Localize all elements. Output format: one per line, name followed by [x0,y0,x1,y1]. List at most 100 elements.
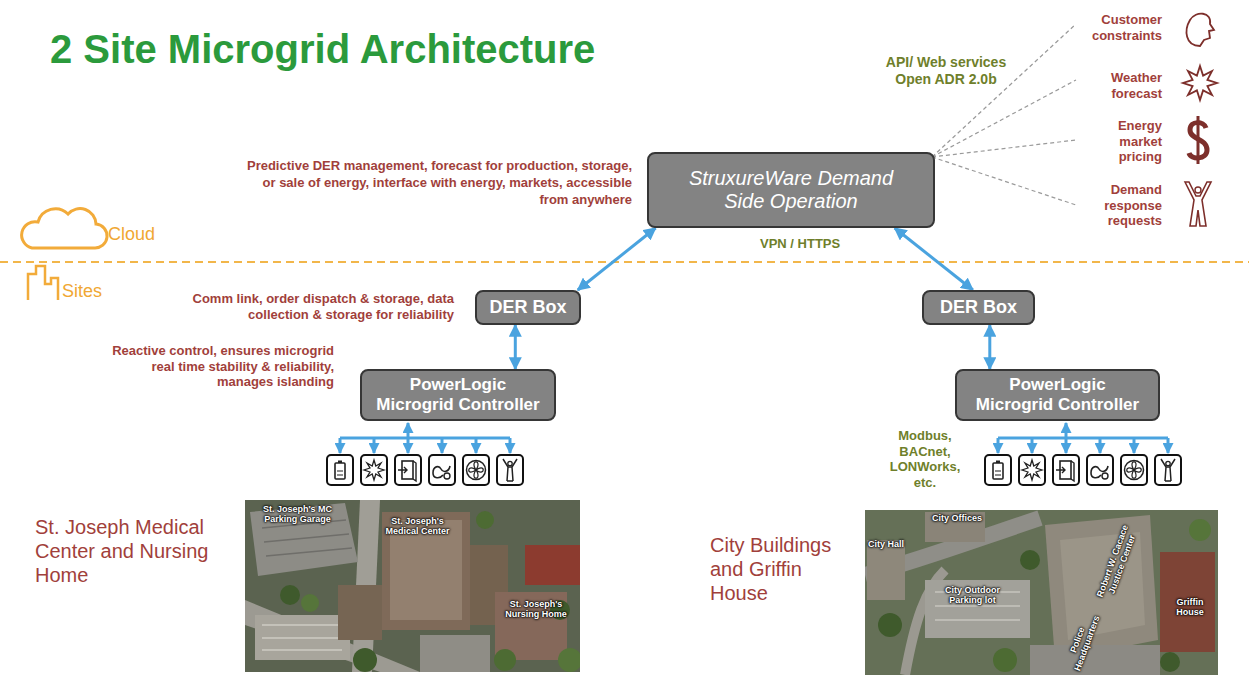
aerial-photo-left-part [525,545,580,585]
annotation-text: Sites [62,281,102,303]
device-bus-part [997,438,1000,453]
photo-caption: Police Headquarters [1063,608,1103,675]
demand-response-icon [1185,182,1211,226]
aerial-photo-right-part [867,540,905,600]
aerial-photo-left-part [420,635,490,672]
aerial-photo-left-part [245,500,580,672]
aerial-photo-left-part [338,585,382,640]
device-bus-part [475,438,478,453]
controller-box: PowerLogic Microgrid Controller [955,369,1160,421]
sites-icon [28,266,58,300]
annotation-text: Customer constraints [1080,12,1162,43]
aerial-photo-left-part [353,648,377,672]
annotation-text: VPN / HTTPS [760,236,840,252]
annotation-text: API/ Web services Open ADR 2.0b [876,54,1016,88]
photo-caption: City Offices [932,514,982,524]
aerial-photo-right-part [1030,645,1160,675]
flow-arrow [988,325,991,369]
demand-response-icon-part [1185,182,1211,226]
device-bus-part [1167,438,1170,453]
device-bus-part [1065,423,1068,438]
annotation-text: Energy market pricing [1080,118,1162,165]
pricing-icon-part [1197,116,1200,164]
demand-response-icon-part [1195,187,1201,193]
aerial-photo-left-part [476,511,494,529]
annotation-text: Modbus, BACnet, LONWorks, etc. [885,428,965,490]
node-label: DER Box [940,297,1017,318]
cloud-sites-divider [0,261,1249,263]
photo-caption: Robert W. Cacace Justice Center [1092,513,1145,614]
annotation-text: Predictive DER management, forecast for … [242,158,632,209]
device-bus-part [407,438,410,453]
photo-caption: City Outdoor Parking lot [935,586,1010,606]
input-leader-lines-part [932,157,1076,205]
aerial-photo-right-part [1020,550,1040,570]
device-bus-part [339,438,342,453]
node-text-group: StruxureWare Demand Side Operation [680,167,902,213]
photo-caption: City Hall [868,540,904,550]
photo-caption: Griffin House [1162,598,1218,618]
node-label: StruxureWare Demand Side Operation [680,167,902,213]
der-box: DER Box [922,290,1035,325]
annotation-text: Demand response requests [1080,182,1162,229]
weather-icon-part [1183,66,1217,100]
customer-icon-part [1187,14,1214,46]
aerial-photo-left-part [262,520,352,556]
device-icons-part [327,455,353,485]
node-text-group: PowerLogic Microgrid Controller [972,375,1144,414]
sites-icon-part [28,266,58,300]
aerial-photo-right-part [878,613,902,637]
device-icons-part [497,455,523,485]
device-icons-part [398,461,416,481]
customer-icon [1187,14,1214,46]
device-icons-part [433,466,450,479]
annotation-text: Comm link, order dispatch & storage, dat… [164,291,454,322]
der-box: DER Box [475,290,581,325]
device-bus-part [1031,438,1034,453]
device-icons-part [1053,455,1079,485]
device-icons-part [1022,460,1042,480]
device-bus-part [1099,438,1102,453]
device-icons-part [395,455,421,485]
node-text-group: PowerLogic Microgrid Controller [372,375,544,414]
device-icons-part [463,455,489,485]
controller-box: PowerLogic Microgrid Controller [360,369,556,421]
device-icons-part [467,461,486,480]
aerial-photo-right-part [993,648,1017,672]
device-icons-part [1121,455,1147,485]
device-bus-part [441,438,444,453]
node-text-group: DER Box [489,297,566,318]
pricing-icon [1189,116,1207,164]
annotation-text: Cloud [108,224,155,246]
aerial-photo-left-part [255,615,350,660]
input-leader-lines-part [932,140,1076,157]
device-icons-part [429,455,455,485]
aerial-photo-right-part [925,580,1030,638]
device-bus-part [1065,438,1068,453]
flow-arrow [895,228,973,290]
input-leader-lines-part [932,24,1076,157]
aerial-photo-left-part [262,625,342,650]
photo-caption: St. Joseph's Medical Center [380,517,455,537]
aerial-photo-right-part [925,512,985,542]
diagram-title: 2 Site Microgrid Architecture [50,27,595,72]
node-label: PowerLogic Microgrid Controller [372,375,544,414]
input-leader-lines [932,24,1076,205]
device-icons-part [985,455,1011,485]
photo-caption: St. Joseph's MC Parking Garage [250,505,345,525]
aerial-photo-right-part [865,510,1218,675]
device-icons-part [1091,466,1108,479]
aerial-photo-right-part [1160,652,1180,672]
device-bus [340,423,1168,453]
device-icons-part [364,460,384,480]
device-icons-part [1019,455,1045,485]
photo-caption: St. Joseph's Nursing Home [500,600,572,620]
aerial-photo-left-part [494,649,516,671]
aerial-photo-right [865,510,1218,675]
weather-icon [1183,66,1217,100]
device-bus-part [340,437,510,440]
device-icons-part [361,455,387,485]
annotation-text: Reactive control, ensures microgrid real… [109,343,334,390]
